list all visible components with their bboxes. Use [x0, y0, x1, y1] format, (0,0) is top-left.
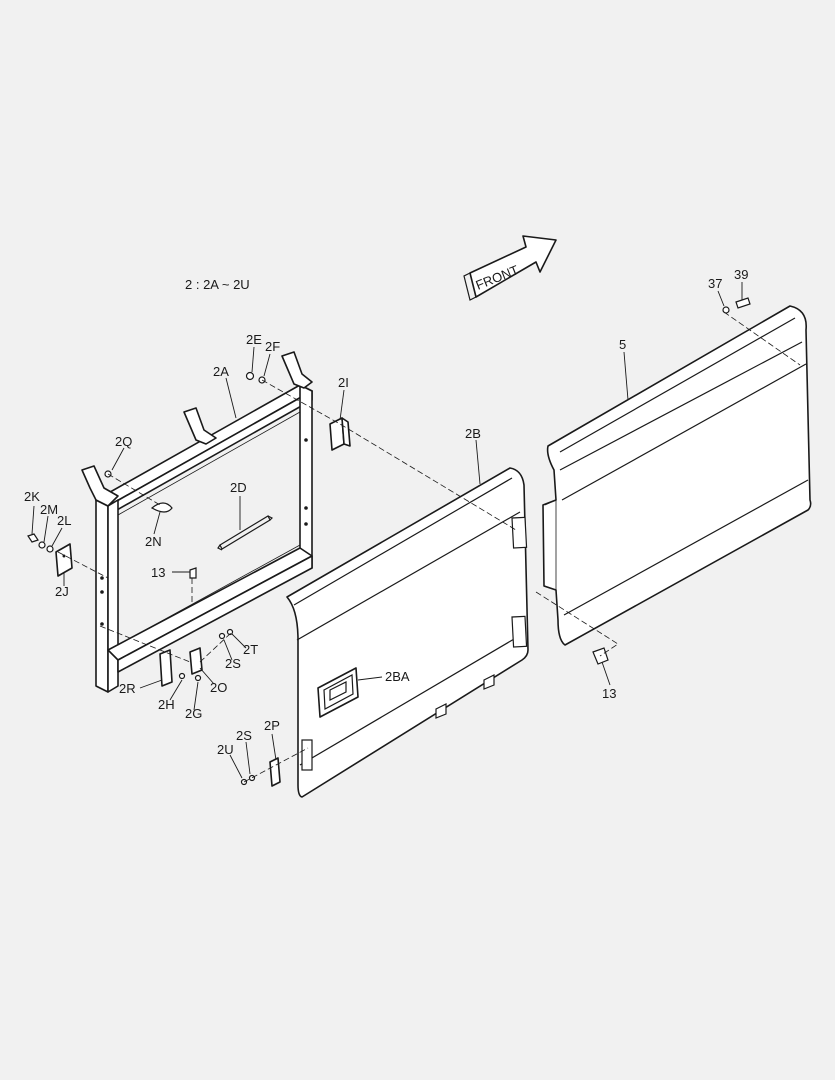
plate-2J — [55, 543, 73, 577]
front-arrow: FRONT — [463, 235, 557, 301]
label-2R: 2R — [119, 681, 136, 696]
part-labels: 39 37 5 2E 2F 2A 2I 2B 2Q 2K 2M 2L 2D 2N… — [24, 267, 748, 757]
nut-2E — [245, 371, 255, 381]
label-2J: 2J — [55, 584, 69, 599]
door-handle-2BA — [317, 667, 359, 718]
label-2F: 2F — [265, 339, 280, 354]
label-2O: 2O — [210, 680, 227, 695]
label-2BA: 2BA — [385, 669, 410, 684]
label-37: 37 — [708, 276, 722, 291]
label-13-left: 13 — [151, 565, 165, 580]
label-2M: 2M — [40, 502, 58, 517]
bolt-2K — [27, 533, 39, 543]
screw-2G — [194, 674, 202, 682]
assembly-note: 2 : 2A ~ 2U — [185, 277, 250, 292]
label-2E: 2E — [246, 332, 262, 347]
plate-2R — [159, 649, 173, 687]
label-2T: 2T — [243, 642, 258, 657]
label-5: 5 — [619, 337, 626, 352]
label-2A: 2A — [213, 364, 229, 379]
washer-2S2 — [248, 774, 256, 782]
latch-2P — [269, 757, 281, 787]
bracket-2O — [189, 647, 203, 675]
label-2S: 2S — [225, 656, 241, 671]
label-2L: 2L — [57, 513, 71, 528]
washer-2S — [218, 632, 226, 640]
washer-2H — [178, 672, 186, 680]
label-2H: 2H — [158, 697, 175, 712]
label-2N: 2N — [145, 534, 162, 549]
block-2I — [329, 417, 351, 451]
side-cover-5 — [542, 305, 812, 646]
label-13-right: 13 — [602, 686, 616, 701]
label-2B: 2B — [465, 426, 481, 441]
rod-2D — [217, 515, 274, 551]
frame-2A — [81, 351, 313, 693]
label-2G: 2G — [185, 706, 202, 721]
label-2U: 2U — [217, 742, 234, 757]
label-2S-lower: 2S — [236, 728, 252, 743]
label-2D: 2D — [230, 480, 247, 495]
label-39: 39 — [734, 267, 748, 282]
label-2P: 2P — [264, 718, 280, 733]
nut-2L — [46, 545, 54, 553]
knob-2N — [150, 502, 173, 513]
label-2I: 2I — [338, 375, 349, 390]
bolt-13a — [189, 567, 197, 579]
washer-37 — [722, 306, 730, 314]
leader-lines — [31, 282, 743, 779]
door-panel-2B — [286, 467, 529, 798]
assembly-lines — [57, 311, 801, 783]
bolt-39 — [735, 297, 751, 309]
screw-2T — [226, 628, 234, 636]
label-2K: 2K — [24, 489, 40, 504]
washer-2M — [38, 541, 46, 549]
label-2Q: 2Q — [115, 434, 132, 449]
